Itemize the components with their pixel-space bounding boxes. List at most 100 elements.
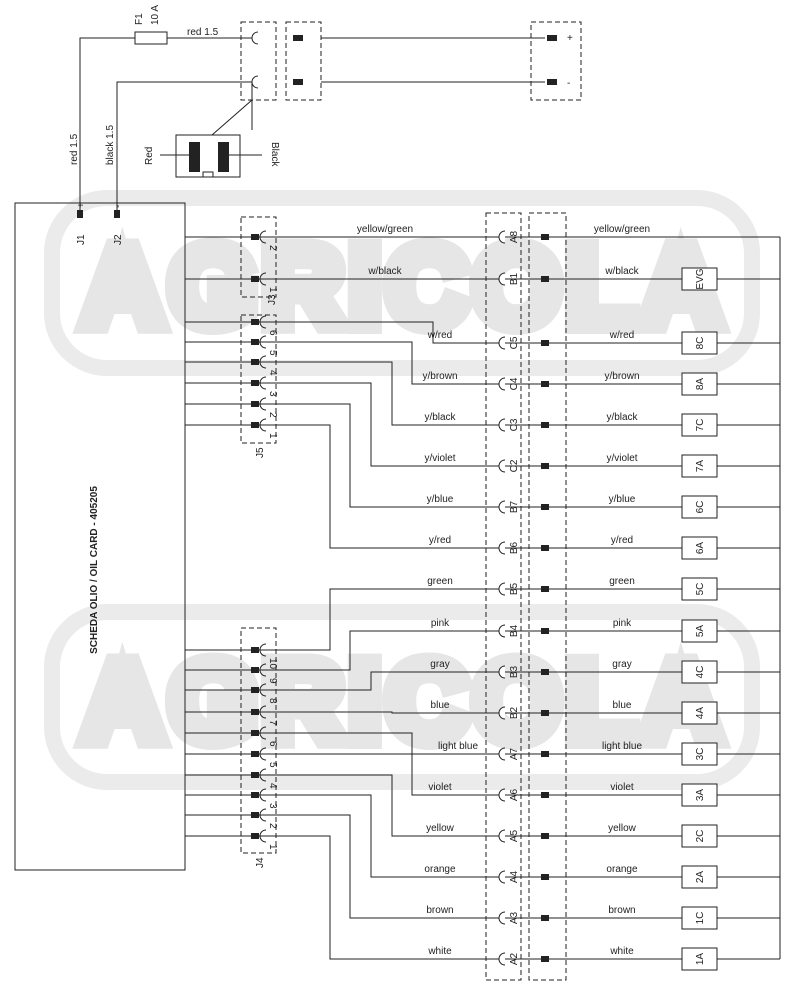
mid-pin-label: A3 xyxy=(509,911,520,924)
pin-socket xyxy=(251,401,259,407)
connector-j4 xyxy=(240,627,277,854)
wire-12 xyxy=(185,711,780,714)
mid-socket-arc xyxy=(498,706,506,720)
wire-17 xyxy=(185,814,780,919)
connector-j3 xyxy=(240,216,277,298)
load-box xyxy=(681,865,718,889)
pin-socket xyxy=(251,812,259,818)
pin-arc xyxy=(259,663,267,677)
wire-color-label-right: y/violet xyxy=(606,453,637,464)
pin-number: 10 xyxy=(267,658,278,670)
battery-black-label: Black xyxy=(269,142,280,167)
load-label: 1C xyxy=(695,912,706,925)
load-box xyxy=(681,454,718,478)
wire-color-label-right: green xyxy=(609,576,635,587)
wire-18 xyxy=(185,835,780,960)
pin-socket xyxy=(251,234,259,240)
oil-card-board xyxy=(14,202,186,871)
pin-socket xyxy=(251,772,259,778)
wire-color-label-left: yellow xyxy=(426,823,455,834)
mid-pin xyxy=(541,792,549,798)
connector-mid-left xyxy=(485,212,522,981)
wire-color-label-left: orange xyxy=(424,864,456,875)
battery-red-label: Red xyxy=(144,147,155,165)
wire-color-label-right: y/blue xyxy=(609,494,636,505)
power-connector-right xyxy=(285,21,322,101)
mid-pin-label: A2 xyxy=(509,952,520,965)
wire-color-label-right: w/red xyxy=(609,330,634,341)
pin-arc xyxy=(259,397,267,411)
pin-socket xyxy=(251,667,259,673)
wire-color-label-left: brown xyxy=(426,905,453,916)
wire-color-label-right: yellow/green xyxy=(594,224,650,235)
mid-pin xyxy=(541,422,549,428)
mid-pin-label: C5 xyxy=(509,336,520,349)
pin-socket xyxy=(251,709,259,715)
power-connector-end xyxy=(530,21,582,101)
wire-color-label-left: pink xyxy=(431,618,450,629)
mid-pin xyxy=(541,340,549,346)
wire-color-label-left: light blue xyxy=(438,741,478,752)
pin-number: 7 xyxy=(267,720,278,726)
pin-number: 5 xyxy=(267,762,278,768)
power-section xyxy=(79,21,582,213)
load-label: 3C xyxy=(695,748,706,761)
mid-socket-arc xyxy=(498,582,506,596)
j1-label: J1 xyxy=(76,234,87,245)
mid-pin-label: B6 xyxy=(509,541,520,554)
wire-color-label-left: blue xyxy=(431,700,450,711)
wire-red-15-label: red 1.5 xyxy=(69,133,80,165)
pin-arc xyxy=(259,643,267,657)
fuse-rating: 10 A xyxy=(150,5,161,25)
pin-number: 6 xyxy=(267,330,278,336)
pin-arc xyxy=(259,272,267,286)
connector-mid-right xyxy=(528,212,567,981)
load-label: 7C xyxy=(695,419,706,432)
pin-arc xyxy=(259,768,267,782)
load-label: 2C xyxy=(695,830,706,843)
pin-number: 5 xyxy=(267,350,278,356)
mid-pin xyxy=(541,381,549,387)
wire-color-label-right: pink xyxy=(613,618,632,629)
pin-arc xyxy=(259,705,267,719)
mid-pin-label: A6 xyxy=(509,788,520,801)
pin-number: 4 xyxy=(267,783,278,789)
pin-socket xyxy=(251,647,259,653)
mid-pin-label: B1 xyxy=(509,272,520,285)
connector-j5 xyxy=(240,314,277,444)
pin-number: 8 xyxy=(267,698,278,704)
wire-color-label-left: green xyxy=(427,576,453,587)
wire-color-label-right: y/brown xyxy=(604,371,639,382)
load-box xyxy=(681,331,718,355)
power-connector-left xyxy=(240,21,277,101)
mid-socket-arc xyxy=(498,829,506,843)
mid-pin xyxy=(541,463,549,469)
mid-pin xyxy=(541,874,549,880)
load-label: 8A xyxy=(695,378,706,391)
pin-number: 1 xyxy=(267,433,278,439)
mid-socket-arc xyxy=(498,230,506,244)
wire-color-label-right: violet xyxy=(610,782,634,793)
pin-socket xyxy=(251,792,259,798)
mid-socket-arc xyxy=(498,911,506,925)
j1-plus-label: + xyxy=(76,202,87,208)
load-box xyxy=(681,536,718,560)
wire-color-label-right: orange xyxy=(606,864,638,875)
mid-pin xyxy=(541,915,549,921)
mid-pin-label: A5 xyxy=(509,829,520,842)
mid-pin xyxy=(541,833,549,839)
wire-color-label-right: y/black xyxy=(606,412,638,423)
wire-color-label-left: y/violet xyxy=(424,453,455,464)
wire-color-label-right: gray xyxy=(612,659,631,670)
battery xyxy=(175,134,241,178)
pin-socket xyxy=(251,751,259,757)
wire-14 xyxy=(185,753,780,796)
pin-arc xyxy=(259,355,267,369)
mid-pin-label: B3 xyxy=(509,665,520,678)
load-box xyxy=(681,906,718,930)
wire-color-label-right: w/black xyxy=(604,266,639,277)
load-box xyxy=(681,413,718,437)
j3-label: J3 xyxy=(267,294,278,305)
wire-color-label-left: y/brown xyxy=(422,371,457,382)
